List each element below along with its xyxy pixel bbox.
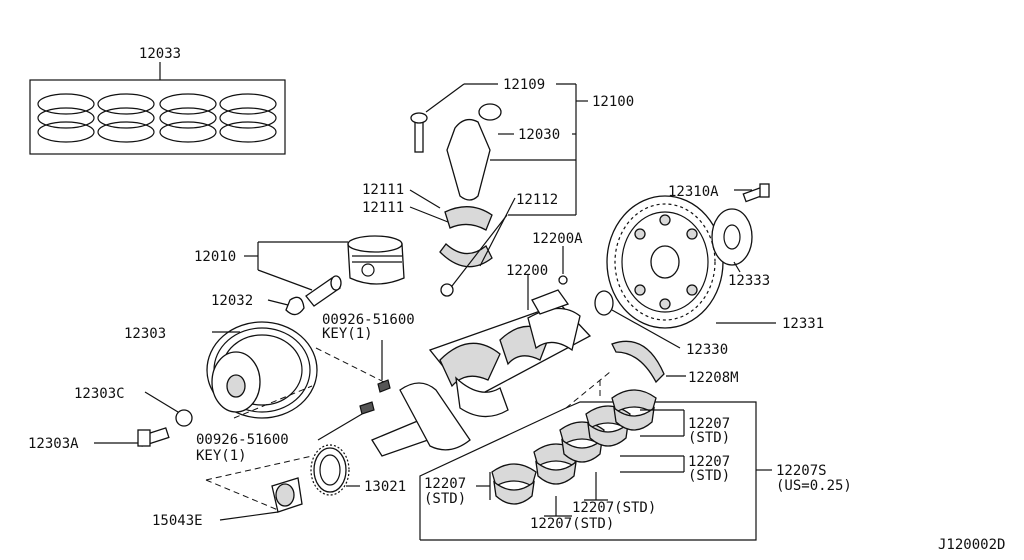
main-bearing-box [419, 401, 772, 541]
piston-ring-stack [97, 93, 155, 143]
label-flywheel: 12331 [782, 316, 824, 332]
piston-pin [305, 275, 342, 307]
label-flywheel-bolt: 12310A [668, 184, 719, 200]
label-main-bearing-5: 12207(STD) [530, 516, 614, 532]
piston-ring-set-box [29, 62, 286, 155]
crank-sprocket [310, 444, 350, 496]
flywheel [606, 195, 724, 329]
label-main-bearing-3-sub: (STD) [424, 491, 466, 507]
crank-bushing [271, 477, 303, 513]
label-main-bearing-set-sub: (US=0.25) [776, 478, 852, 494]
label-main-bearing-2: 12207 [688, 454, 730, 470]
crankshaft [371, 289, 592, 457]
piston-ring-stack [37, 93, 95, 143]
rod-bolt-head [410, 112, 428, 124]
label-pulley-bolt: 12303A [28, 436, 79, 452]
label-rod-bearing-upper: 12111 [362, 182, 404, 198]
label-rod-bearing-lower: 12111 [362, 200, 404, 216]
key-lower-leader [317, 413, 363, 441]
alignment-dashes [205, 347, 611, 511]
diagram-id: J120002D [938, 537, 1005, 553]
label-key-bottom: 00926-51600 [196, 432, 289, 448]
label-key-top-sub: KEY(1) [322, 326, 373, 342]
pilot-bushing [558, 275, 568, 285]
label-piston-pin: 12032 [211, 293, 253, 309]
rod-nut [440, 283, 454, 297]
label-key-top: 00926-51600 [322, 312, 415, 328]
label-pulley-washer: 12303C [74, 386, 125, 402]
pulley-bolt [137, 427, 170, 447]
label-main-bearing-3: 12207 [424, 476, 466, 492]
label-rings-kit: 12033 [139, 46, 181, 62]
label-piston: 12010 [194, 249, 236, 265]
connecting-rod [446, 118, 491, 201]
label-pilot-bushing: 12200A [532, 231, 583, 247]
flywheel-bolt [742, 183, 770, 203]
label-rod-nut: 12112 [516, 192, 558, 208]
label-bushing-e: 15043E [152, 513, 203, 529]
label-thrust-washer: 12208M [688, 370, 739, 386]
label-main-bearing-4: 12207(STD) [572, 500, 656, 516]
label-rear-seal: 12330 [686, 342, 728, 358]
connecting-rod-assembly [410, 103, 502, 297]
woodruff-key-upper [377, 379, 391, 393]
label-flywheel-plate: 12333 [728, 273, 770, 289]
main-bearing-leaders [476, 409, 685, 517]
crank-pulley [206, 321, 318, 419]
piston-pin-clip [285, 296, 305, 316]
part-labels: 12033 12109 12100 12030 12111 12111 1211… [28, 46, 1005, 553]
label-key-bottom-sub: KEY(1) [196, 448, 247, 464]
rod-bearing-lower [439, 243, 493, 268]
label-rod-bushing: 12030 [518, 127, 560, 143]
thrust-washer [611, 340, 665, 384]
pulley-washer-leader [144, 391, 179, 413]
bushing-leader [219, 511, 279, 521]
piston [347, 235, 405, 285]
rod-bearing-upper [444, 206, 493, 231]
flywheel-leaders [716, 189, 776, 324]
label-main-bearing-1: 12207 [688, 416, 730, 432]
rod-leaders [409, 83, 588, 287]
label-main-bearing-1-sub: (STD) [688, 430, 730, 446]
rear-oil-seal [594, 290, 614, 316]
label-crank-sprocket: 13021 [364, 479, 406, 495]
label-pulley: 12303 [124, 326, 166, 342]
piston-ring-stack [159, 93, 217, 143]
main-bearing-shells [491, 389, 657, 505]
piston-leaders [244, 241, 348, 306]
label-rod-assembly: 12100 [592, 94, 634, 110]
flywheel-plate [711, 208, 753, 266]
piston-ring-stack [219, 93, 277, 143]
label-rod-bolt: 12109 [503, 77, 545, 93]
label-main-bearing-set: 12207S [776, 463, 827, 479]
woodruff-key-lower [359, 401, 375, 415]
rear-seal-leader [611, 309, 681, 349]
label-crankshaft: 12200 [506, 263, 548, 279]
pulley-washer [175, 409, 193, 427]
label-main-bearing-2-sub: (STD) [688, 468, 730, 484]
rod-bushing [478, 103, 502, 121]
